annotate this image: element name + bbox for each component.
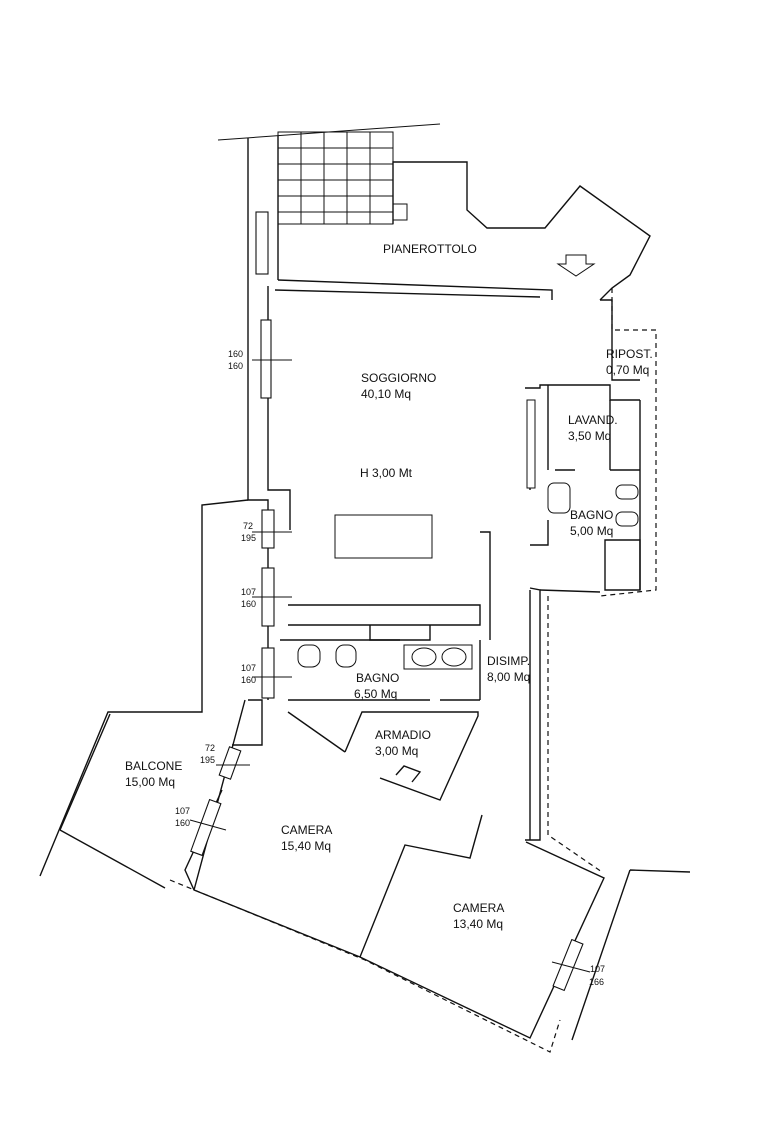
room-label-ripostiglio: RIPOST. <box>606 347 653 361</box>
room-label-disimpegno: DISIMP. <box>487 654 530 668</box>
opening-w7-width: 107 <box>590 964 605 974</box>
opening-w2-height: 195 <box>241 533 256 543</box>
room-area-soggiorno: 40,10 Mq <box>361 387 411 401</box>
room-label-soggiorno: SOGGIORNO <box>361 371 436 385</box>
opening-w6-width: 107 <box>175 806 190 816</box>
opening-w5-height: 195 <box>200 755 215 765</box>
room-label-lavanderia: LAVAND. <box>568 413 618 427</box>
stairwell <box>217 123 651 301</box>
opening-w1-width: 160 <box>228 349 243 359</box>
room-area-disimpegno: 8,00 Mq <box>487 670 530 684</box>
opening-w6-height: 160 <box>175 818 190 828</box>
kitchen-island <box>334 514 433 559</box>
property-boundary <box>169 288 657 1053</box>
window-markers <box>189 211 591 992</box>
room-label-balcone: BALCONE <box>125 759 182 773</box>
opening-w4-height: 160 <box>241 675 256 685</box>
room-area-bagno-main: 6,50 Mq <box>354 687 397 701</box>
room-height-soggiorno: H 3,00 Mt <box>360 466 413 480</box>
room-area-camera-1: 15,40 Mq <box>281 839 331 853</box>
opening-dimensions: 160 160 72 195 107 160 107 160 72 195 10… <box>175 349 605 987</box>
room-label-camera-1: CAMERA <box>281 823 332 837</box>
room-area-camera-2: 13,40 Mq <box>453 917 503 931</box>
entrance-arrow-icon <box>556 254 596 277</box>
opening-w7-height: 166 <box>589 977 604 987</box>
room-label-bagno-main: BAGNO <box>356 671 399 685</box>
room-area-ripostiglio: 0,70 Mq <box>606 363 649 377</box>
room-label-camera-2: CAMERA <box>453 901 504 915</box>
room-label-bagno-small: BAGNO <box>570 508 613 522</box>
opening-w2-width: 72 <box>243 521 253 531</box>
room-area-lavanderia: 3,50 Mq <box>568 429 611 443</box>
room-labels: PIANEROTTOLO SOGGIORNO 40,10 Mq H 3,00 M… <box>125 242 653 931</box>
opening-w3-width: 107 <box>241 587 256 597</box>
opening-w3-height: 160 <box>241 599 256 609</box>
room-area-balcone: 15,00 Mq <box>125 775 175 789</box>
room-area-armadio: 3,00 Mq <box>375 744 418 758</box>
opening-w1-height: 160 <box>228 361 243 371</box>
room-label-armadio: ARMADIO <box>375 728 431 742</box>
opening-w5-width: 72 <box>205 743 215 753</box>
bathroom-fixtures <box>297 399 639 670</box>
room-label-pianerottolo: PIANEROTTOLO <box>383 242 477 256</box>
opening-w4-width: 107 <box>241 663 256 673</box>
room-area-bagno-small: 5,00 Mq <box>570 524 613 538</box>
